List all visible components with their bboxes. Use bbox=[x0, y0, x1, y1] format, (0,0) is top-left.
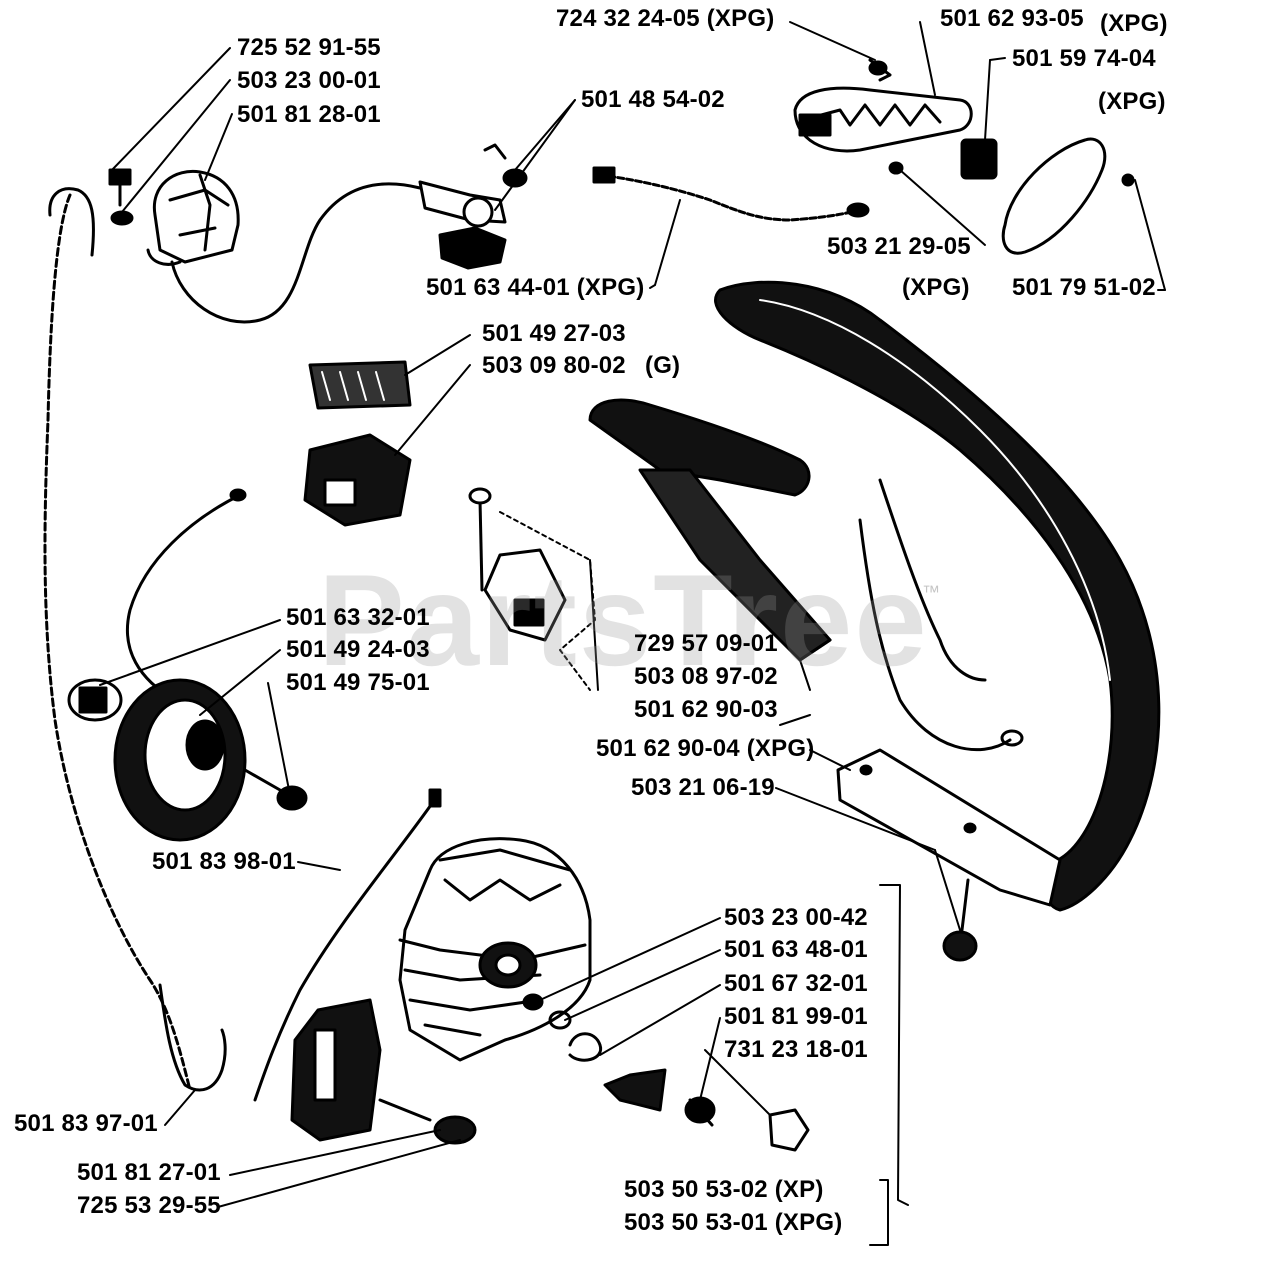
wire-connector-left bbox=[592, 166, 616, 184]
coil-screw bbox=[378, 1098, 477, 1145]
ignition-wire-dashed bbox=[43, 193, 192, 1092]
screw-top-left bbox=[108, 168, 134, 226]
element-501492703 bbox=[308, 360, 412, 410]
ignition-cover bbox=[146, 169, 240, 266]
switch-cable bbox=[170, 182, 422, 324]
label-501839801: 501 83 98-01 bbox=[152, 848, 296, 875]
label-501819901: 501 81 99-01 bbox=[724, 1003, 868, 1030]
label-503089702: 503 08 97-02 bbox=[634, 663, 778, 690]
label-501634801: 501 63 48-01 bbox=[724, 936, 868, 963]
part-501634801 bbox=[548, 1010, 572, 1030]
label-725532955: 725 53 29-55 bbox=[77, 1192, 221, 1219]
bolt-501819901 bbox=[684, 1096, 716, 1127]
label-501597404-suffix: (XPG) bbox=[1098, 88, 1166, 115]
leader-dashed-module bbox=[499, 511, 596, 691]
plug-wire bbox=[253, 793, 440, 1102]
label-501629305: 501 62 93-05 bbox=[940, 5, 1084, 32]
watermark-tm: ™ bbox=[922, 582, 940, 602]
bolt-503210619 bbox=[942, 878, 978, 962]
label-501795102: 501 79 51-02 bbox=[1012, 274, 1156, 301]
label-501633201: 501 63 32-01 bbox=[286, 604, 430, 631]
label-501492403: 501 49 24-03 bbox=[286, 636, 430, 663]
label-501673201: 501 67 32-01 bbox=[724, 970, 868, 997]
part-501819901-bracket bbox=[603, 1068, 667, 1112]
resistor-501597404 bbox=[960, 138, 998, 180]
label-503212905: 503 21 29-05 bbox=[827, 233, 971, 260]
label-501492703: 501 49 27-03 bbox=[482, 320, 626, 347]
ignition-coil bbox=[290, 998, 382, 1142]
handle-wire-1 bbox=[878, 478, 987, 682]
screw-503212905 bbox=[888, 161, 904, 175]
flywheel-nut bbox=[243, 768, 308, 811]
label-501839701: 501 83 97-01 bbox=[14, 1110, 158, 1137]
label-501497501: 501 49 75-01 bbox=[286, 669, 430, 696]
bracket-plate bbox=[836, 748, 1062, 907]
wire-hook-top bbox=[48, 187, 95, 257]
label-503210619: 503 21 06-19 bbox=[631, 774, 775, 801]
label-503098002: 503 09 80-02 bbox=[482, 352, 626, 379]
watermark: PartsTree bbox=[318, 547, 929, 693]
magnet-ring bbox=[67, 678, 123, 722]
label-501812701: 501 81 27-01 bbox=[77, 1159, 221, 1186]
stop-module bbox=[468, 487, 567, 642]
nut-731231801 bbox=[768, 1108, 810, 1152]
wire-connector-right bbox=[846, 202, 870, 218]
module-503098002 bbox=[303, 433, 412, 527]
label-731231801: 731 23 18-01 bbox=[724, 1036, 868, 1063]
label-503212905-suffix: (XPG) bbox=[902, 274, 970, 301]
wire-hook-bottom bbox=[158, 983, 227, 1092]
label-501597404: 501 59 74-04 bbox=[1012, 45, 1156, 72]
short-wire bbox=[598, 173, 862, 222]
label-503098002-suffix: (G) bbox=[645, 352, 681, 379]
label-503505301: 503 50 53-01 (XPG) bbox=[624, 1209, 843, 1236]
label-501629003: 501 62 90-03 bbox=[634, 696, 778, 723]
flywheel bbox=[113, 678, 247, 842]
part-503230042 bbox=[522, 993, 544, 1011]
label-725529155: 725 52 91-55 bbox=[237, 34, 381, 61]
screw-501795102 bbox=[1121, 173, 1135, 187]
label-503230001: 503 23 00-01 bbox=[237, 67, 381, 94]
label-503230042: 503 23 00-42 bbox=[724, 904, 868, 931]
label-501629305-suffix: (XPG) bbox=[1100, 10, 1168, 37]
label-503505302: 503 50 53-02 (XP) bbox=[624, 1176, 824, 1203]
part-501673201 bbox=[568, 1032, 603, 1062]
wire-terminal bbox=[1000, 729, 1024, 747]
rear-handle bbox=[588, 398, 832, 662]
label-724322405: 724 32 24-05 (XPG) bbox=[556, 5, 775, 32]
handle-wire-2 bbox=[858, 518, 1012, 752]
label-501629004: 501 62 90-04 (XPG) bbox=[596, 735, 815, 762]
label-501485402: 501 48 54-02 bbox=[581, 86, 725, 113]
label-501634401: 501 63 44-01 (XPG) bbox=[426, 274, 645, 301]
label-501812801: 501 81 28-01 bbox=[237, 101, 381, 128]
cover-plate bbox=[1001, 137, 1107, 255]
leader-lines bbox=[99, 21, 1166, 1246]
heating-element bbox=[793, 86, 973, 153]
stop-switch bbox=[418, 143, 528, 270]
label-729570901: 729 57 09-01 bbox=[634, 630, 778, 657]
